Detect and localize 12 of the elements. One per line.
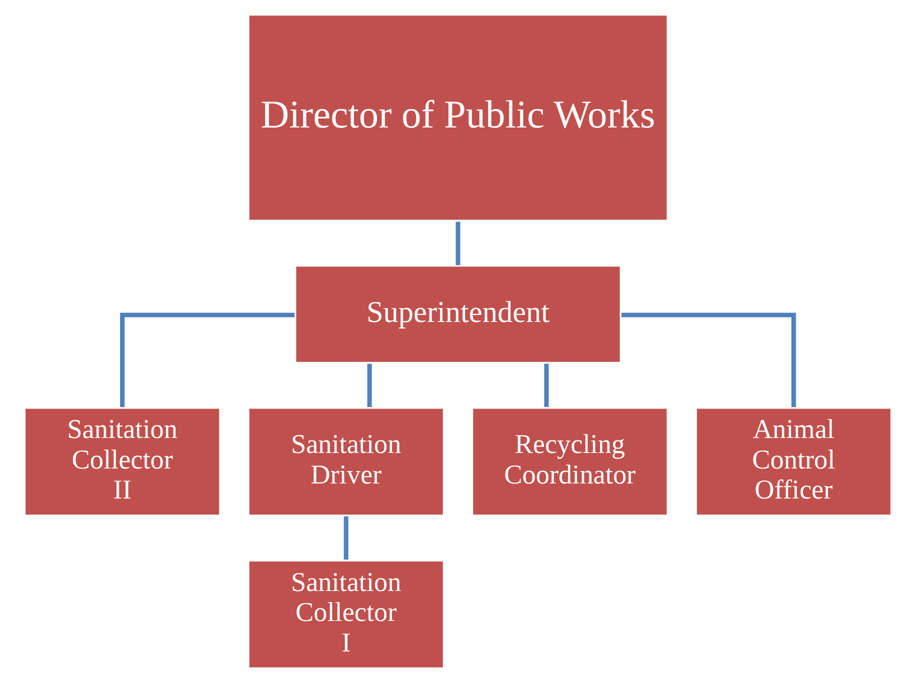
node-box: Sanitation Driver	[246, 406, 446, 518]
node-box: Superintendent	[293, 264, 623, 365]
connector	[344, 516, 348, 560]
connector	[621, 312, 796, 408]
connector	[367, 364, 372, 408]
connector	[544, 364, 549, 408]
node-box: Animal Control Officer	[694, 406, 894, 518]
node-box: Recycling Coordinator	[470, 406, 670, 518]
node-box: Director of Public Works	[246, 12, 670, 223]
connector	[120, 312, 295, 408]
connector	[456, 222, 460, 266]
node-box: Sanitation Collector II	[22, 406, 222, 518]
